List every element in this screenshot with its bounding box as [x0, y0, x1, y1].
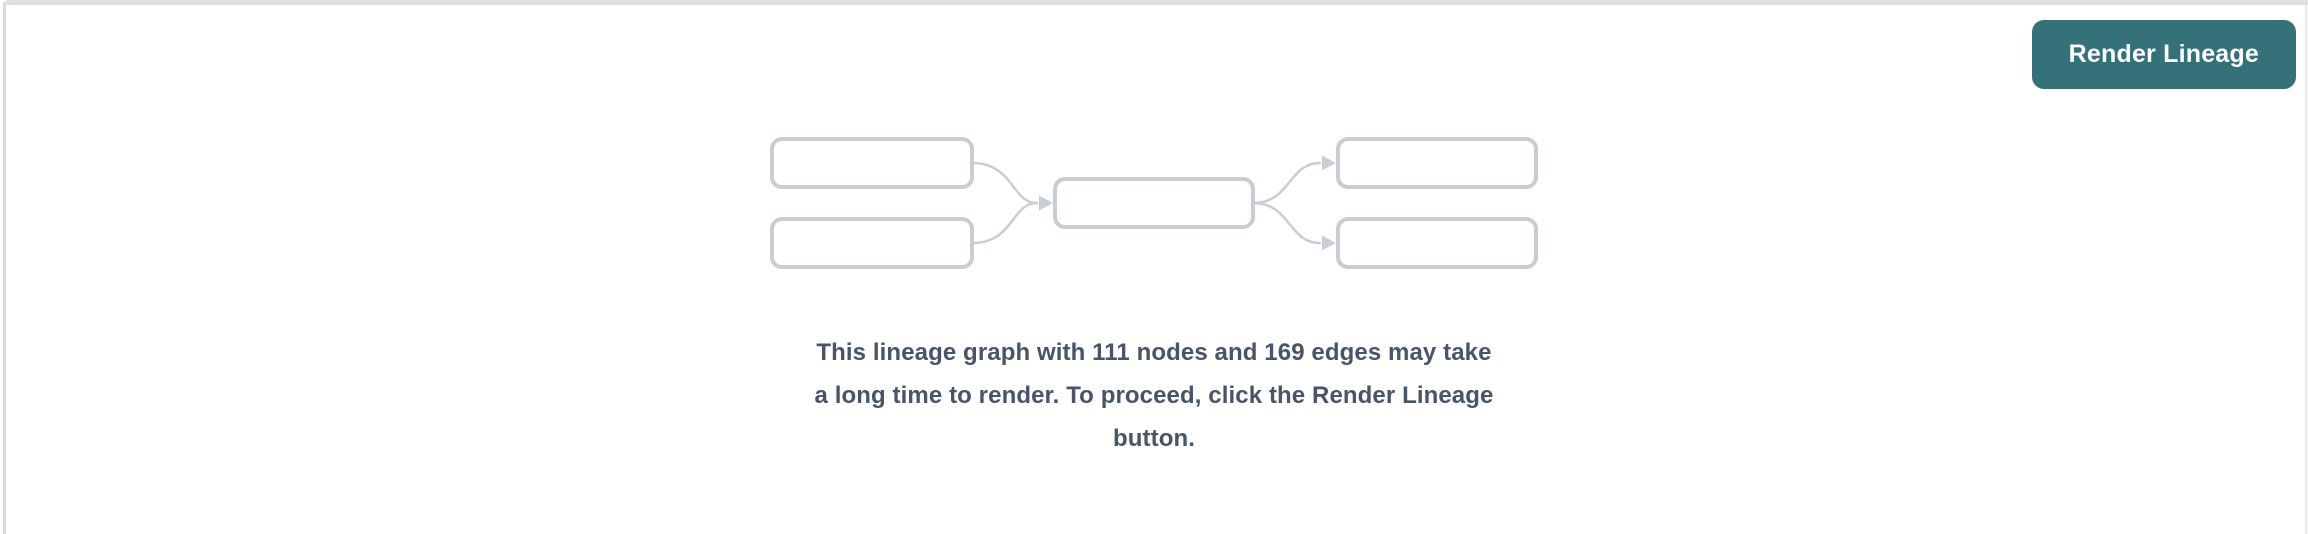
panel-right-border	[2305, 5, 2307, 534]
lineage-empty-state: This lineage graph with 111 nodes and 16…	[770, 137, 1538, 460]
placeholder-node	[770, 137, 974, 189]
lineage-panel: Render Lineage This lineage graph with 1…	[3, 0, 2308, 534]
arrowhead-icon	[1322, 155, 1336, 171]
message-line: This lineage graph with 111 nodes and 16…	[816, 339, 1492, 366]
placeholder-edge	[1251, 161, 1322, 205]
placeholder-node	[770, 217, 974, 269]
placeholder-node	[1336, 217, 1538, 269]
lineage-placeholder-illustration	[770, 137, 1538, 269]
panel-left-border	[3, 2, 6, 534]
placeholder-edge	[1251, 201, 1322, 245]
placeholder-edge	[970, 161, 1039, 205]
arrowhead-icon	[1322, 235, 1336, 251]
render-lineage-button[interactable]: Render Lineage	[2031, 20, 2296, 89]
arrowhead-icon	[1039, 195, 1053, 211]
placeholder-edge	[970, 201, 1039, 245]
placeholder-node	[1336, 137, 1538, 189]
panel-top-border	[6, 0, 2308, 5]
message-line: button.	[1112, 425, 1195, 452]
lineage-warning-message: This lineage graph with 111 nodes and 16…	[815, 331, 1494, 460]
placeholder-node	[1053, 177, 1255, 229]
message-line: a long time to render. To proceed, click…	[814, 382, 1494, 409]
